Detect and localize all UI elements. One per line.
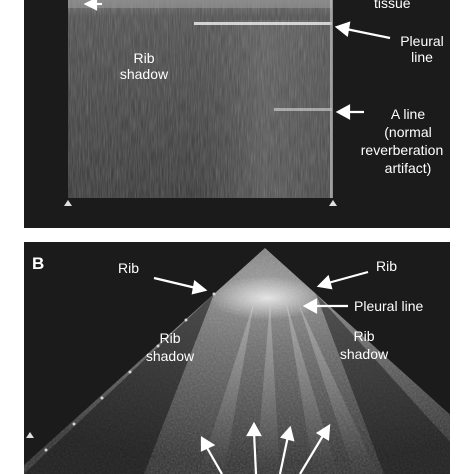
label-a-line-line1: A line: [390, 106, 426, 122]
label-tissue: tissue: [374, 0, 411, 11]
label-a-line-line3: reverberation: [360, 142, 444, 158]
label-a-line-line4: artifact): [384, 160, 432, 176]
label-a-line-line2: (normal: [384, 124, 432, 140]
annotation-arrows-b: [153, 270, 369, 474]
label-rib-shadow-left-line2: shadow: [145, 348, 195, 364]
label-rib-shadow-right-line2: shadow: [339, 346, 389, 362]
annotation-arrows-a: [83, 0, 391, 120]
panel-letter: B: [32, 254, 45, 273]
label-rib-shadow-line2: shadow: [119, 66, 169, 82]
label-rib-shadow-line1: Rib: [133, 50, 155, 66]
label-pleural-line-line2: line: [411, 49, 433, 65]
label-rib-shadow-left-line1: Rib: [159, 330, 181, 346]
label-rib-right: Rib: [376, 258, 398, 274]
label-pleural-line: Pleural line: [354, 298, 424, 314]
label-pleural-line-line1: Pleural: [400, 33, 444, 49]
ultrasound-panel-a: tissue Rib shadow Pleural line A line (n…: [24, 0, 450, 228]
ultrasound-image-b: [24, 248, 450, 474]
ultrasound-panel-b: B Rib Rib Pleural line Rib shadow Rib sh…: [24, 242, 450, 474]
label-rib-left: Rib: [118, 260, 140, 276]
label-rib-shadow-right-line1: Rib: [353, 328, 375, 344]
ultrasound-image-a: [64, 0, 391, 206]
